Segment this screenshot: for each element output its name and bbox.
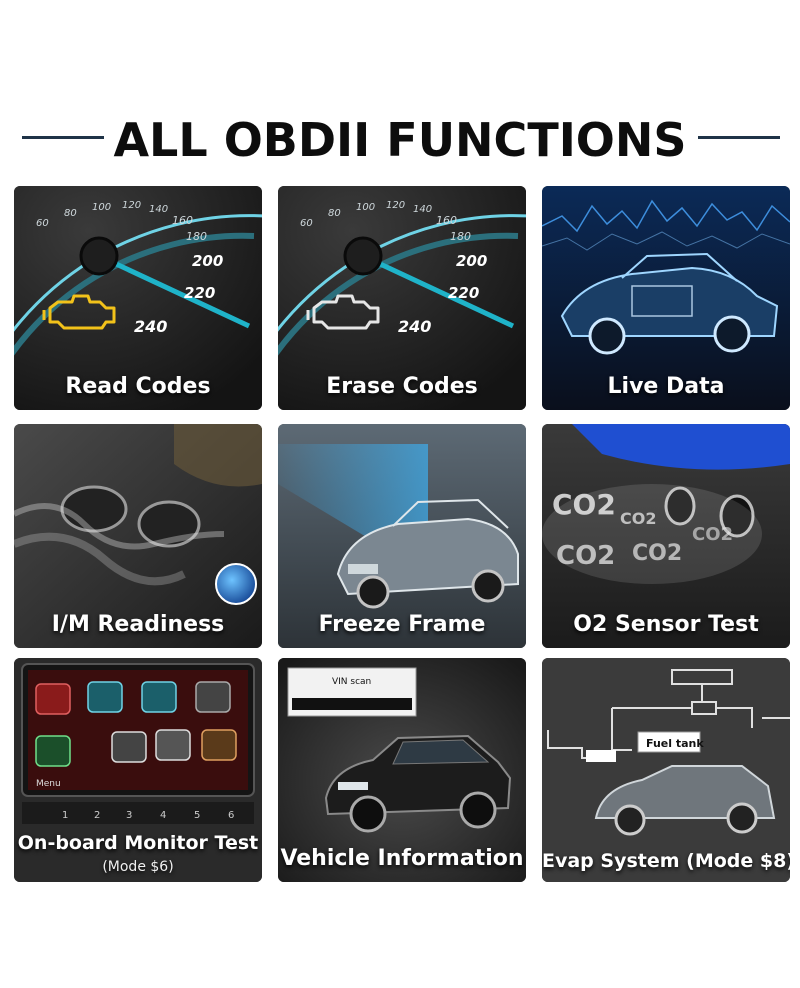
- title-rule-right: [698, 136, 780, 139]
- tile-sublabel: (Mode $6): [102, 859, 174, 875]
- tile-onboard-monitor-test[interactable]: Menu 1 2 3 4 5 6 On-board Monitor Test (…: [14, 658, 262, 882]
- waveform-line: [542, 231, 790, 251]
- suv-icon: [594, 765, 776, 836]
- tick-label: 140: [149, 204, 168, 215]
- tick-label: 200: [456, 252, 487, 270]
- co2-exhaust-art: CO2 CO2 CO2 CO2 CO2: [542, 424, 790, 648]
- tile-evap-system[interactable]: Fuel tank Evap System (Mode $8): [542, 658, 790, 882]
- preset-key: 3: [126, 810, 132, 821]
- tick-label: 200: [192, 252, 223, 270]
- preset-key: 1: [62, 810, 68, 821]
- tick-label: 80: [328, 208, 341, 219]
- tick-label: 220: [448, 284, 479, 302]
- tile-read-codes[interactable]: 60 80 100 120 140 160 180 200 220 240 Re…: [14, 186, 262, 410]
- tile-freeze-frame[interactable]: Freeze Frame: [278, 424, 526, 648]
- tick-label: 100: [92, 202, 111, 213]
- tick-label: 220: [184, 284, 215, 302]
- tile-live-data[interactable]: Live Data: [542, 186, 790, 410]
- canister: [586, 750, 616, 762]
- title-row: ALL OBDII FUNCTIONS: [0, 108, 800, 172]
- preset-key: 4: [160, 810, 166, 821]
- tile-label: I/M Readiness: [51, 612, 225, 637]
- tick-label: 100: [356, 202, 375, 213]
- tick-label: 160: [436, 214, 457, 227]
- infotainment-art: Menu 1 2 3 4 5 6: [14, 658, 262, 882]
- gauge-hub: [343, 236, 383, 276]
- co2-text: CO2: [556, 541, 615, 571]
- co2-text: CO2: [552, 488, 616, 521]
- title-rule-left: [22, 136, 104, 139]
- tile-label: Read Codes: [65, 374, 211, 399]
- evap-diagram-art: Fuel tank: [542, 658, 790, 882]
- tick-label: 120: [386, 200, 405, 211]
- menu-label: Menu: [36, 779, 61, 789]
- suv-icon: [324, 734, 512, 833]
- page-title: ALL OBDII FUNCTIONS: [113, 113, 687, 167]
- co2-text: CO2: [632, 541, 682, 566]
- fuel-tank-label: Fuel tank: [646, 737, 704, 750]
- tile-o2-sensor-test[interactable]: CO2 CO2 CO2 CO2 CO2 O2 Sensor Test: [542, 424, 790, 648]
- vin-scan-text: VIN scan: [332, 677, 371, 687]
- tick-label: 120: [122, 200, 141, 211]
- tile-label: O2 Sensor Test: [573, 612, 759, 637]
- tick-label: 60: [300, 218, 313, 229]
- tick-label: 140: [413, 204, 432, 215]
- tile-label: Erase Codes: [326, 374, 478, 399]
- exhaust-pipe: [719, 494, 755, 538]
- tick-label: 240: [398, 317, 431, 336]
- preset-key: 5: [194, 810, 200, 821]
- check-engine-icon: [306, 294, 380, 330]
- exhaust-pipe: [60, 485, 128, 533]
- exhaust-art: [14, 424, 262, 648]
- tick-label: 180: [450, 230, 471, 243]
- preset-key: 6: [228, 810, 234, 821]
- tile-label: Freeze Frame: [318, 612, 486, 637]
- tick-label: 240: [134, 317, 167, 336]
- preset-key: 2: [94, 810, 100, 821]
- tick-label: 160: [172, 214, 193, 227]
- waveform-line: [542, 199, 790, 233]
- car-icon: [560, 252, 779, 355]
- tile-vehicle-information[interactable]: VIN scan Vehicle Information: [278, 658, 526, 882]
- readiness-badge-icon: [215, 563, 257, 605]
- exhaust-pipe: [137, 500, 201, 548]
- co2-text: CO2: [692, 524, 733, 545]
- car-icon: [336, 498, 519, 609]
- app-icons: [35, 681, 237, 767]
- fuel-tank: [637, 731, 701, 753]
- exhaust-pipe: [664, 486, 696, 526]
- gauge-hub: [79, 236, 119, 276]
- tile-label: Vehicle Information: [280, 846, 524, 871]
- co2-text: CO2: [620, 509, 656, 528]
- check-engine-icon: [42, 294, 116, 330]
- tick-label: 180: [186, 230, 207, 243]
- tile-label: Live Data: [607, 374, 725, 399]
- tile-im-readiness[interactable]: I/M Readiness: [14, 424, 262, 648]
- car-bumper: [572, 424, 790, 470]
- scan-car-art: [278, 424, 526, 648]
- tile-erase-codes[interactable]: 60 80 100 120 140 160 180 200 220 240 Er…: [278, 186, 526, 410]
- vin-scan-art: VIN scan: [278, 658, 526, 882]
- gauge-needle: [97, 253, 251, 329]
- tile-label: On-board Monitor Test: [17, 832, 259, 854]
- tile-label: Evap System (Mode $8): [542, 850, 790, 872]
- barcode-icon: [292, 698, 412, 710]
- speedometer-art: 60 80 100 120 140 160 180 200 220 240: [278, 186, 526, 410]
- tick-label: 80: [64, 208, 77, 219]
- gauge-needle: [361, 253, 515, 329]
- holo-car-art: [542, 186, 790, 410]
- functions-grid: 60 80 100 120 140 160 180 200 220 240 Re…: [14, 186, 790, 886]
- speedometer-art: 60 80 100 120 140 160 180 200 220 240: [14, 186, 262, 410]
- tick-label: 60: [36, 218, 49, 229]
